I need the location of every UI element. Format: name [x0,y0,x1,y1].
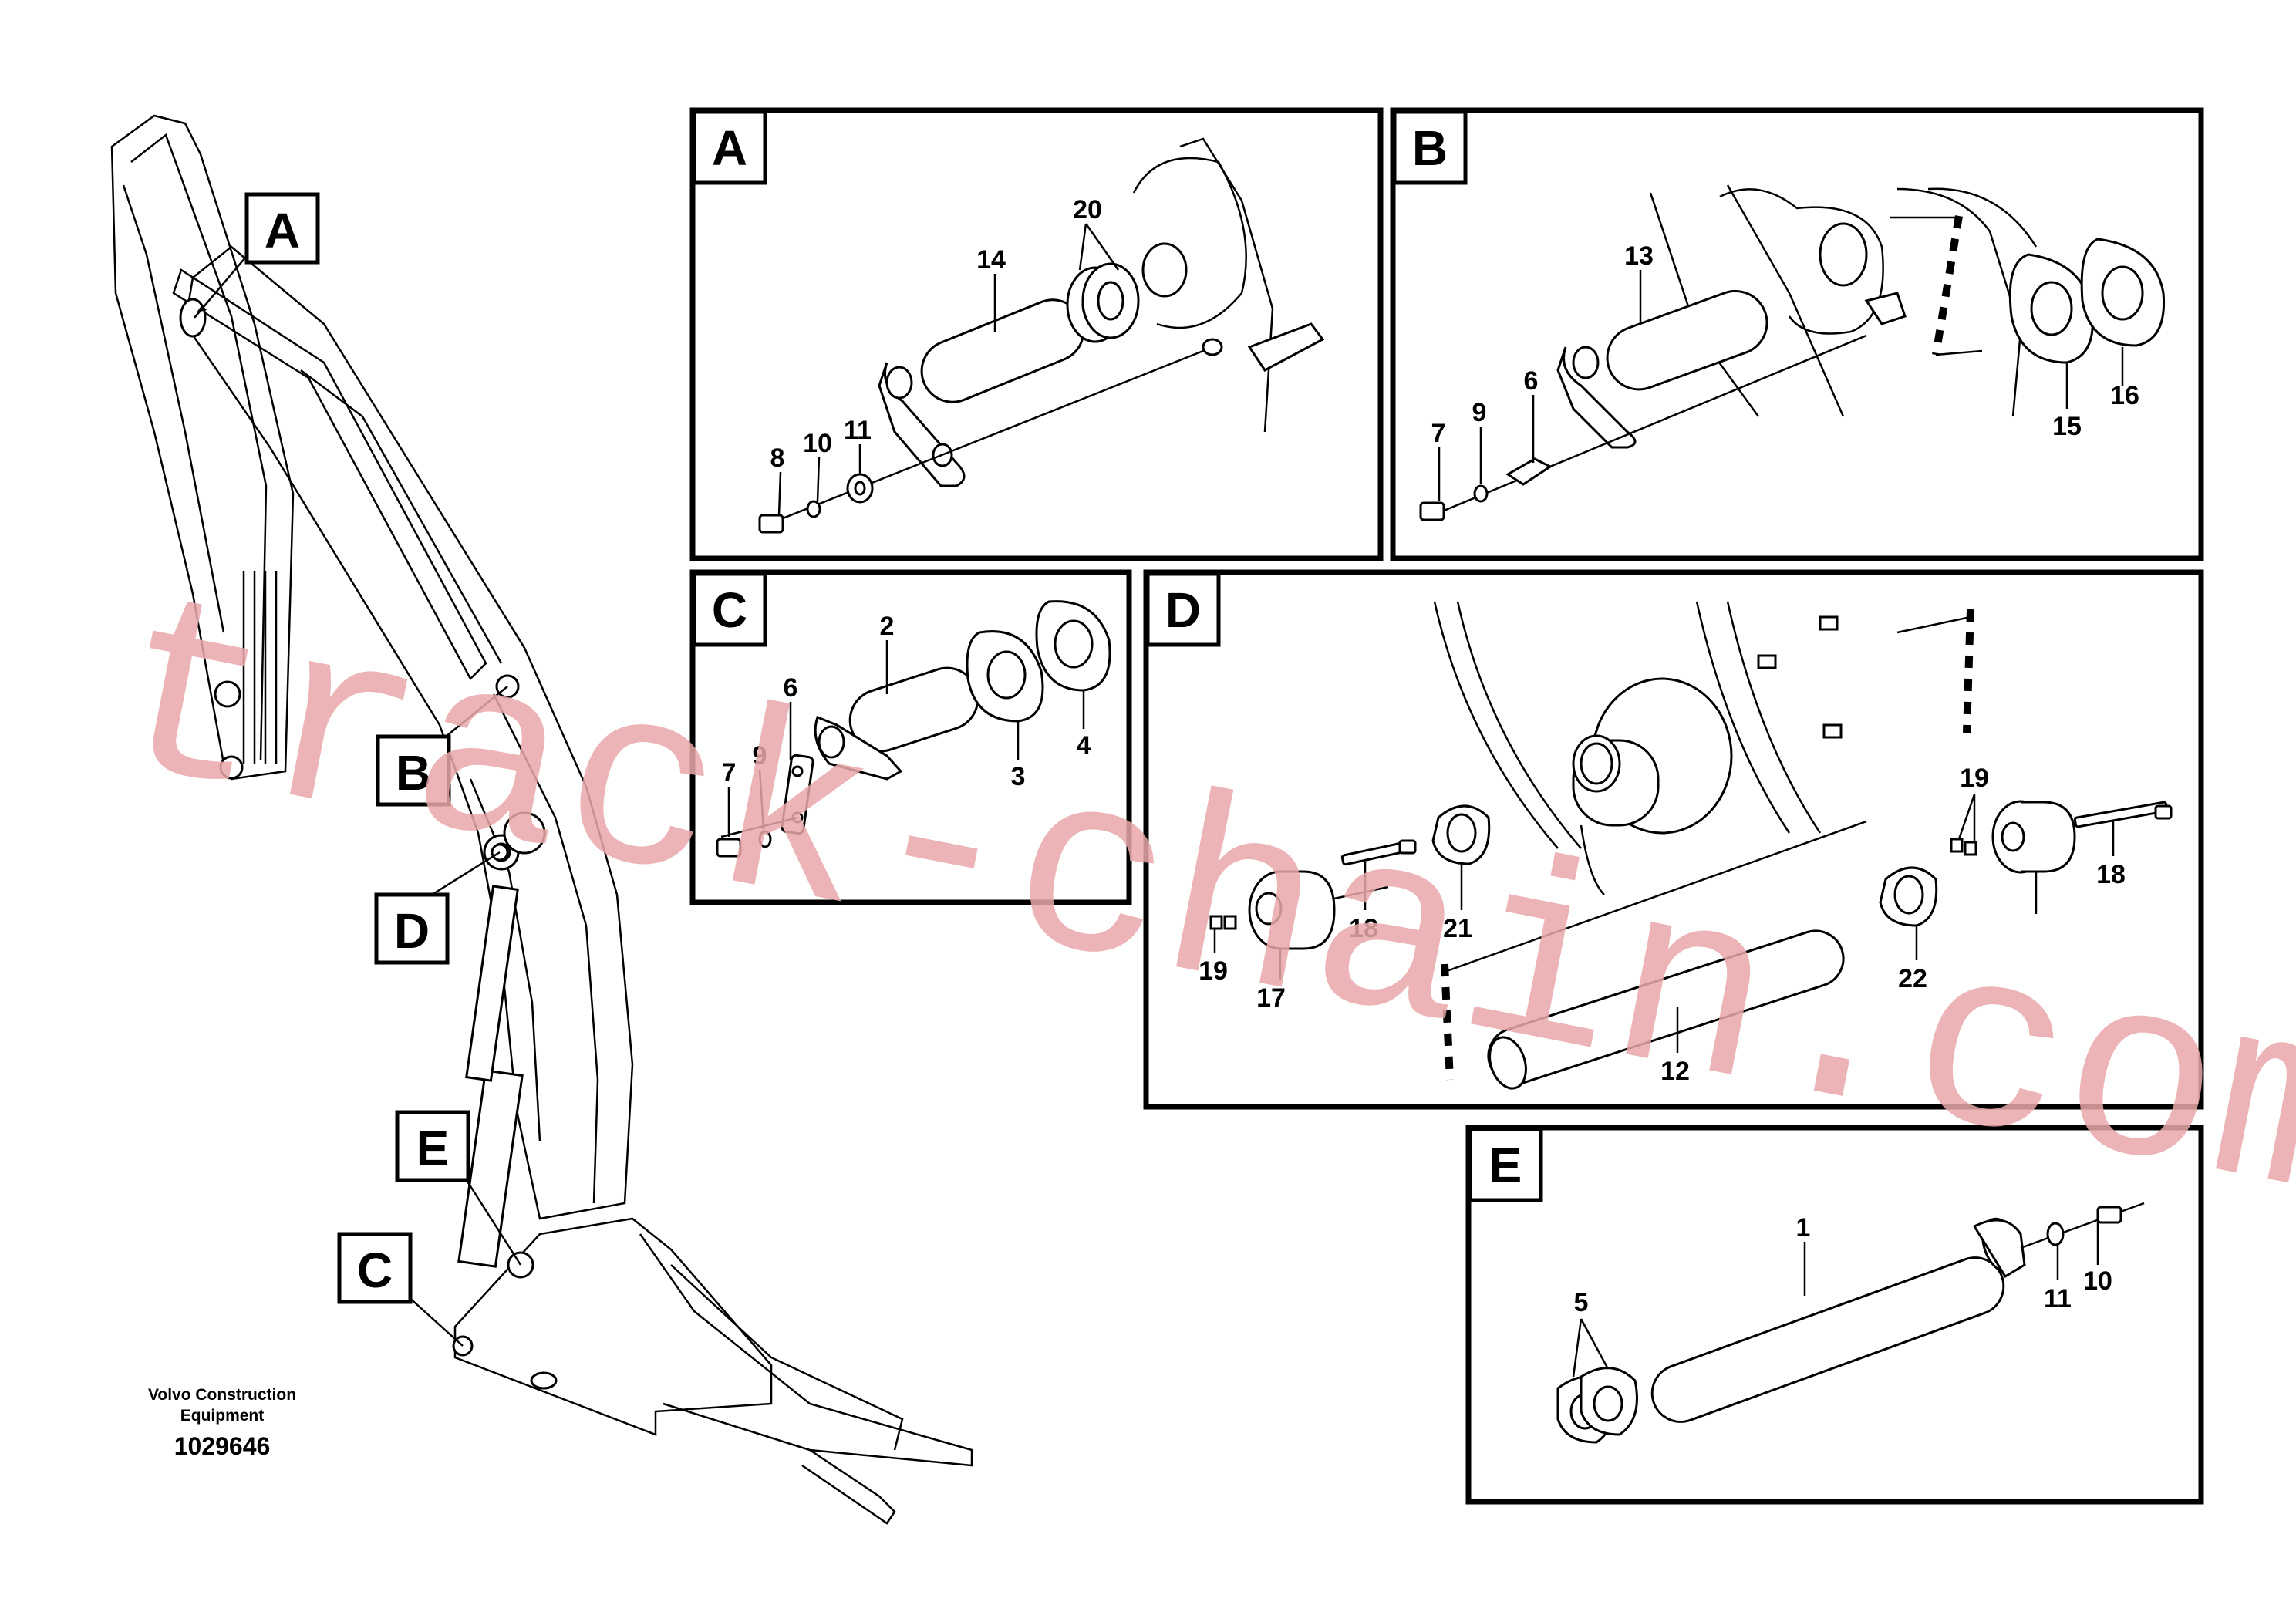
svg-text:1: 1 [1796,1213,1811,1243]
svg-text:18: 18 [2096,860,2126,889]
svg-text:7: 7 [1431,419,1446,448]
svg-text:5: 5 [1574,1288,1589,1317]
svg-text:13: 13 [1624,241,1654,271]
svg-text:14: 14 [976,245,1006,275]
svg-text:2: 2 [880,612,895,641]
svg-text:10: 10 [803,429,832,458]
svg-text:A: A [265,203,300,258]
svg-text:1029646: 1029646 [174,1432,271,1460]
svg-text:Equipment: Equipment [180,1407,265,1425]
svg-text:15: 15 [2052,412,2082,441]
svg-text:19: 19 [1960,764,1989,793]
svg-text:Volvo Construction: Volvo Construction [148,1386,296,1404]
svg-text:C: C [357,1243,393,1298]
svg-text:4: 4 [1077,731,1091,760]
svg-text:9: 9 [753,741,767,771]
svg-text:9: 9 [1472,398,1487,427]
detail-panel-b: B 13 6 9 7 [1390,107,2204,561]
svg-text:10: 10 [2083,1266,2112,1296]
svg-text:11: 11 [844,416,872,445]
svg-text:8: 8 [770,443,785,473]
svg-text:D: D [1165,582,1201,638]
svg-text:E: E [1489,1138,1522,1193]
detail-panel-c: C 2 6 7 9 3 4 [689,569,1132,905]
svg-text:17: 17 [1256,983,1286,1013]
svg-text:6: 6 [784,673,798,703]
svg-text:19: 19 [1199,956,1228,986]
callout-c[interactable]: C [337,1232,464,1347]
detail-panel-d: D [1143,569,2204,1110]
svg-text:11: 11 [2044,1284,2072,1313]
svg-text:B: B [396,745,431,801]
svg-text:21: 21 [1443,914,1472,943]
svg-text:22: 22 [1898,964,1927,993]
svg-text:16: 16 [2110,381,2139,410]
detail-panel-e: E 1 5 11 10 [1465,1125,2204,1505]
svg-text:18: 18 [1349,914,1378,943]
detail-panel-a: A 14 20 8 10 11 [689,107,1384,561]
svg-text:B: B [1412,120,1448,176]
svg-text:7: 7 [722,758,737,787]
svg-text:C: C [712,582,747,638]
callout-d[interactable]: D [374,851,501,965]
callout-a[interactable]: A [194,192,320,319]
svg-text:D: D [394,903,430,959]
svg-text:12: 12 [1660,1057,1690,1086]
svg-text:E: E [416,1121,450,1176]
svg-text:3: 3 [1011,762,1026,791]
svg-text:6: 6 [1524,366,1539,396]
svg-text:A: A [712,120,747,176]
callout-e[interactable]: E [395,1110,522,1266]
svg-text:20: 20 [1073,195,1102,224]
callout-b[interactable]: B [376,686,508,807]
drawing-caption: Volvo Construction Equipment 1029646 [148,1386,296,1460]
